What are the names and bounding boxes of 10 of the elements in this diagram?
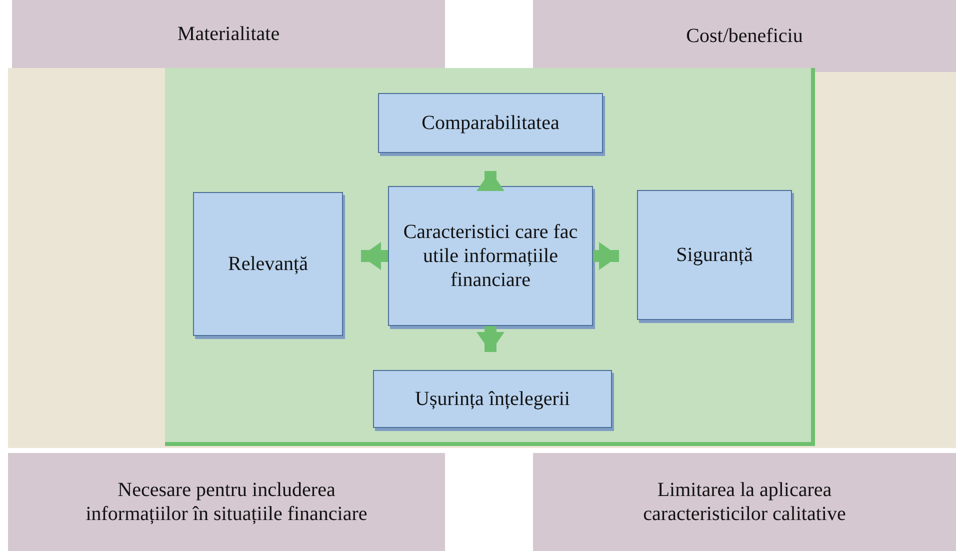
label-box: Necesare pentru includerea informațiilor în situațiile financiare (8, 453, 445, 551)
label-box: Materialitate (12, 0, 445, 68)
panel-box (165, 68, 815, 446)
label-box: Limitarea la aplicarea caracteristicilor calitative (533, 453, 956, 551)
process-box: Relevanță (193, 192, 343, 336)
label-box: Cost/beneficiu (533, 0, 956, 72)
process-box: Siguranță (637, 190, 792, 320)
process-box: Caracteristici care fac utile informațiile financiare (388, 186, 593, 326)
process-box: Comparabilitatea (378, 93, 603, 153)
process-box: Ușurința înțelegerii (373, 370, 612, 428)
